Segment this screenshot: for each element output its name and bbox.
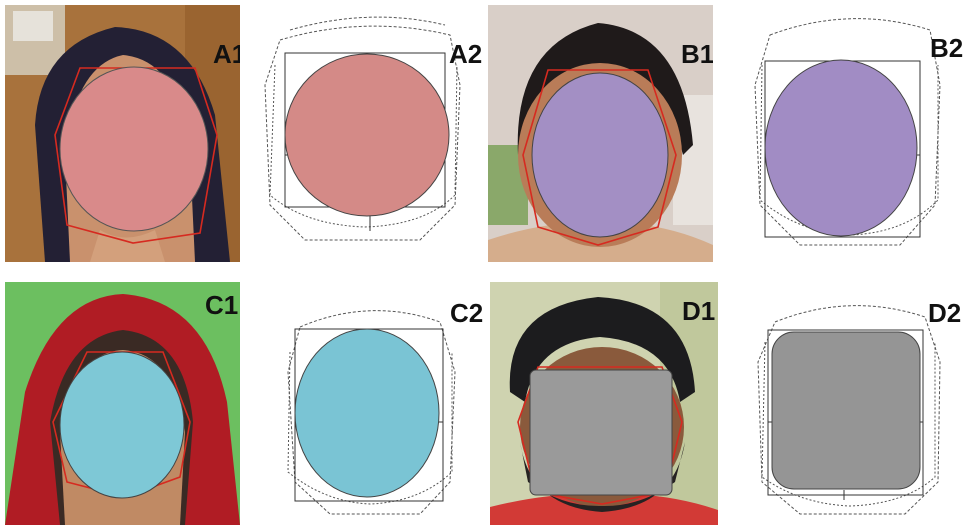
c1-face-oval: [60, 352, 184, 498]
panel-b1-graphic: [488, 5, 713, 262]
panel-b1-photo: B1: [488, 5, 713, 262]
panel-c2-diagram: C2: [270, 282, 485, 525]
d1-face-square: [530, 370, 672, 495]
panel-label: D2: [928, 300, 961, 326]
panel-label: A1: [213, 41, 240, 67]
panel-d2-diagram: D2: [740, 282, 970, 525]
panel-label: B1: [681, 41, 713, 67]
b2-face-oval: [765, 60, 917, 236]
panel-label: A2: [449, 41, 482, 67]
b1-face-oval: [532, 73, 668, 237]
panel-a2-diagram: A2: [245, 5, 485, 262]
a1-face-oval: [60, 67, 208, 231]
panel-b2-diagram: B2: [740, 5, 970, 262]
a2-face-circle: [285, 54, 449, 216]
panel-label: D1: [682, 298, 715, 324]
panel-a1-graphic: [5, 5, 240, 262]
panel-d1-photo: D1: [490, 282, 718, 525]
panel-c1-photo: C1: [5, 282, 240, 525]
c2-face-oval: [295, 329, 439, 497]
panel-a1-photo: A1: [5, 5, 240, 262]
d2-face-square: [772, 332, 920, 489]
panel-label: C2: [450, 300, 483, 326]
panel-label: B2: [930, 35, 963, 61]
panel-label: C1: [205, 292, 238, 318]
